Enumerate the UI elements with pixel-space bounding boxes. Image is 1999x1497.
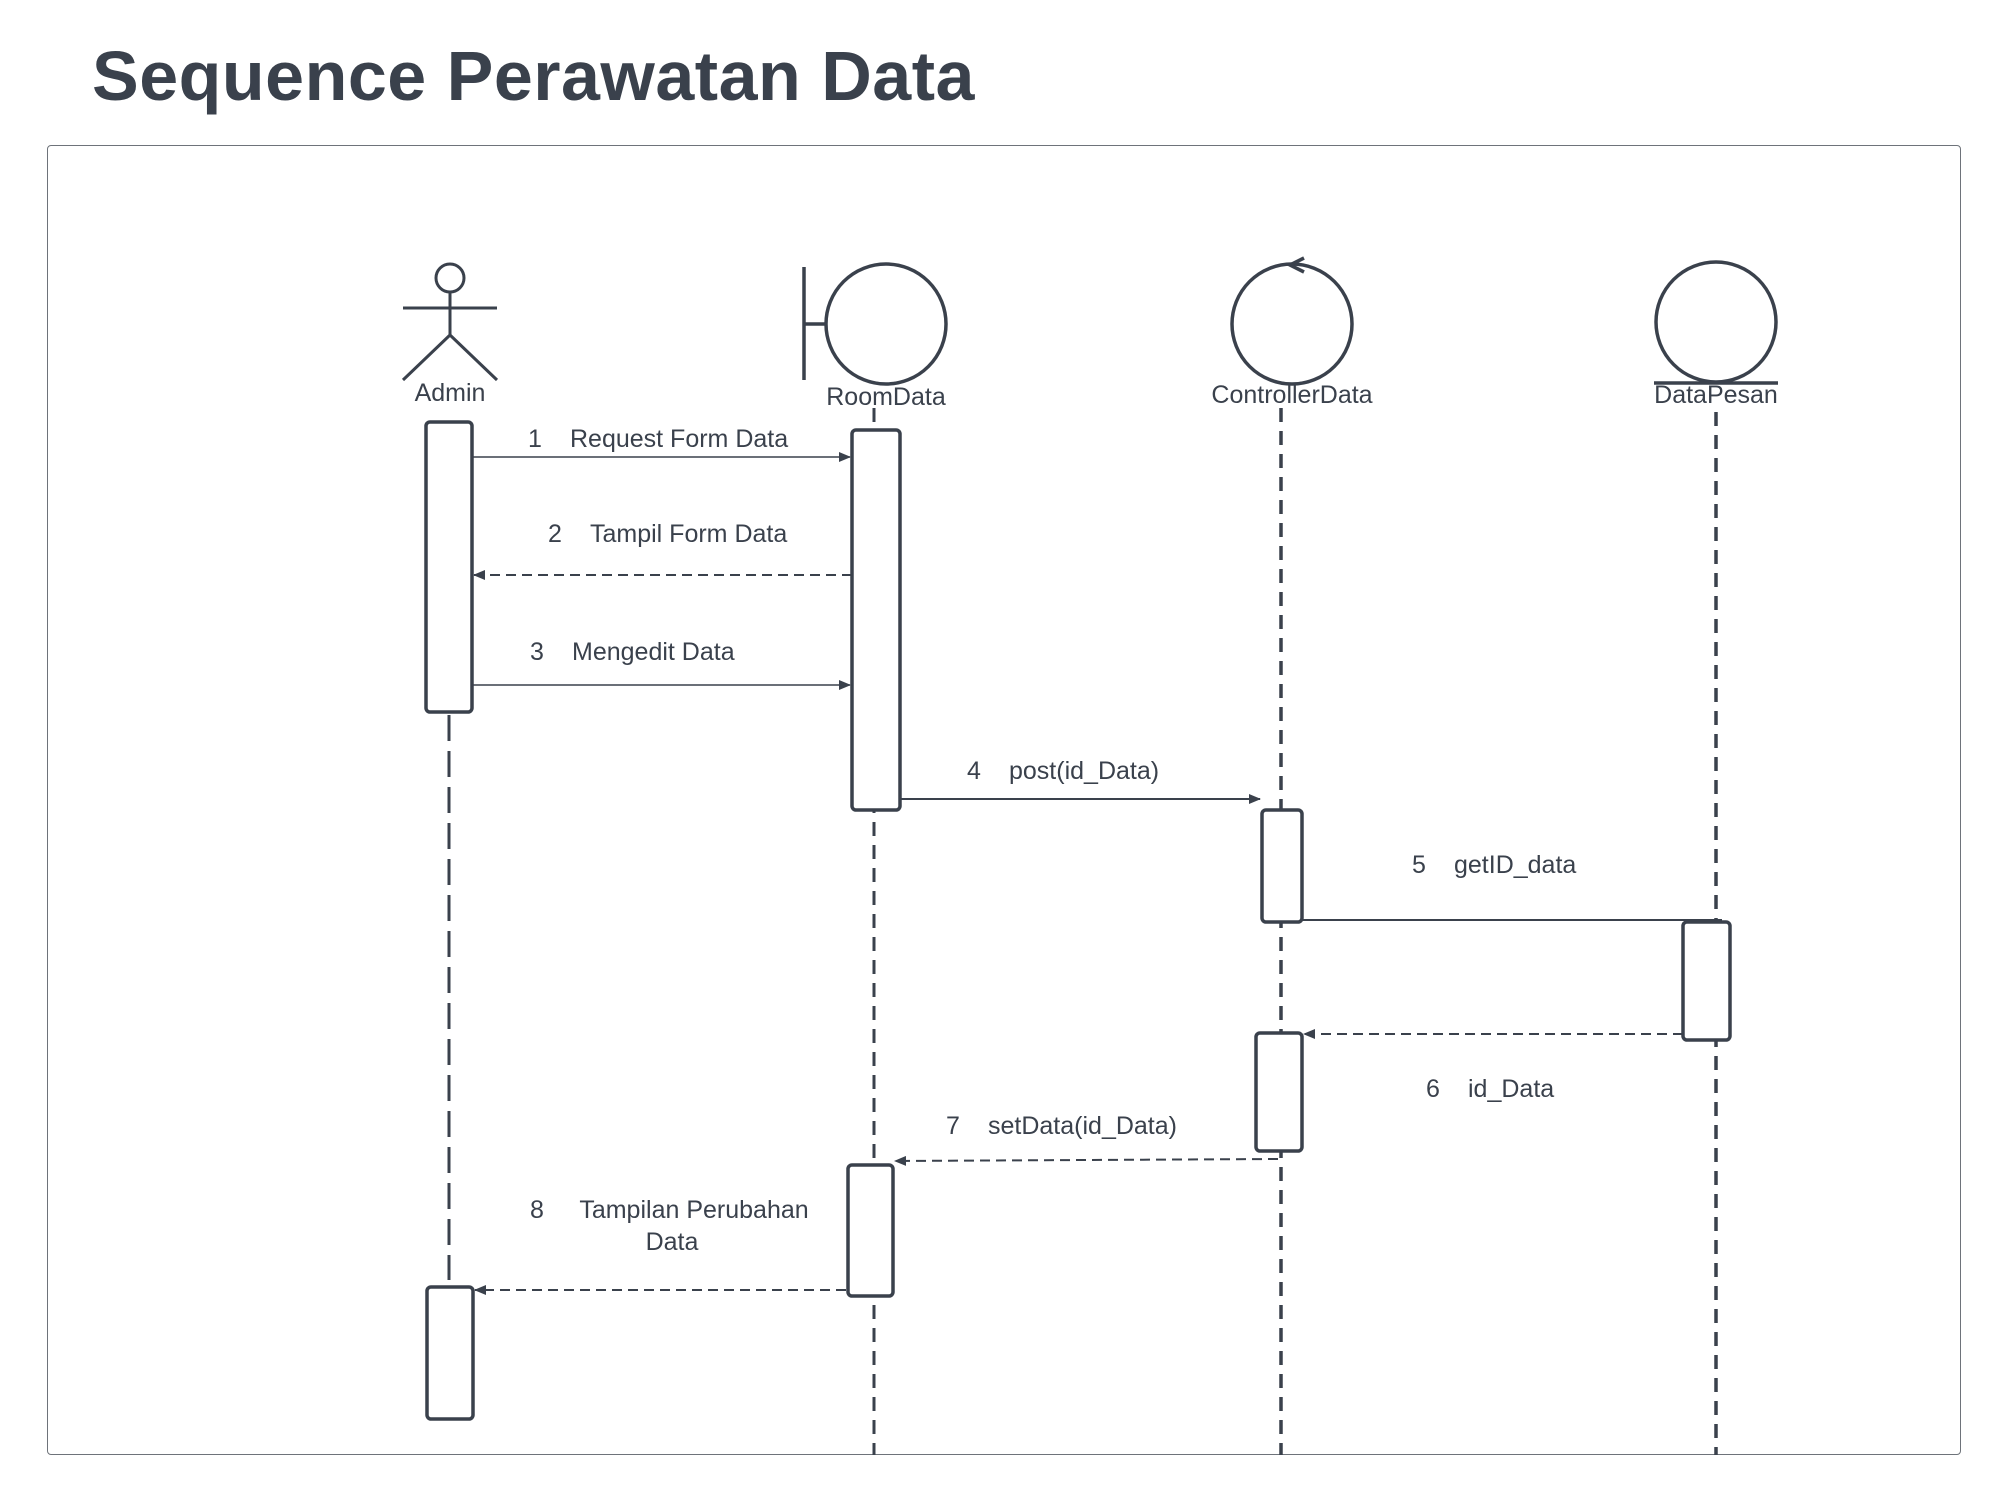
lifelines [447, 408, 1718, 1455]
message-arrow-7 [894, 1155, 1279, 1166]
activation-admin-2 [425, 1285, 475, 1421]
message-number-6: 6 [1426, 1075, 1440, 1103]
activation-datapesan-1 [1681, 920, 1732, 1042]
message-number-1: 1 [528, 425, 542, 453]
boundary-icon [802, 262, 948, 386]
participant-label-controllerdata: ControllerData [1211, 381, 1372, 409]
participant-label-admin: Admin [415, 379, 486, 407]
message-label-3: Mengedit Data [572, 638, 735, 666]
message-label-5: getID_data [1454, 851, 1576, 879]
message-number-5: 5 [1412, 851, 1426, 879]
entity-icon [1654, 260, 1778, 385]
message-number-2: 2 [548, 520, 562, 548]
activation-roomdata-1 [850, 428, 902, 812]
participant-label-datapesan: DataPesan [1654, 381, 1778, 409]
message-label-6: id_Data [1468, 1075, 1554, 1103]
message-label-8-line-1: Tampilan Perubahan [579, 1196, 808, 1224]
activation-admin-1 [424, 420, 474, 714]
message-number-4: 4 [967, 757, 981, 785]
message-label-8-line-2: Data [646, 1228, 699, 1256]
diagram-frame [47, 145, 1961, 1455]
messages [472, 452, 1722, 1295]
page-title: Sequence Perawatan Data [92, 37, 975, 115]
participant-label-roomdata: RoomData [826, 383, 946, 411]
message-label-7: setData(id_Data) [988, 1112, 1177, 1140]
control-icon [1230, 256, 1354, 386]
message-label-2: Tampil Form Data [590, 520, 787, 548]
message-number-3: 3 [530, 638, 544, 666]
message-label-4: post(id_Data) [1009, 757, 1159, 785]
activation-roomdata-2 [846, 1163, 895, 1298]
message-number-7: 7 [946, 1112, 960, 1140]
activation-controllerdata-1 [1260, 808, 1304, 924]
activation-bars [424, 420, 1732, 1421]
actor-icon [401, 262, 499, 382]
activation-controllerdata-2 [1254, 1031, 1304, 1153]
message-number-8: 8 [530, 1196, 544, 1224]
message-label-1: Request Form Data [570, 425, 788, 453]
